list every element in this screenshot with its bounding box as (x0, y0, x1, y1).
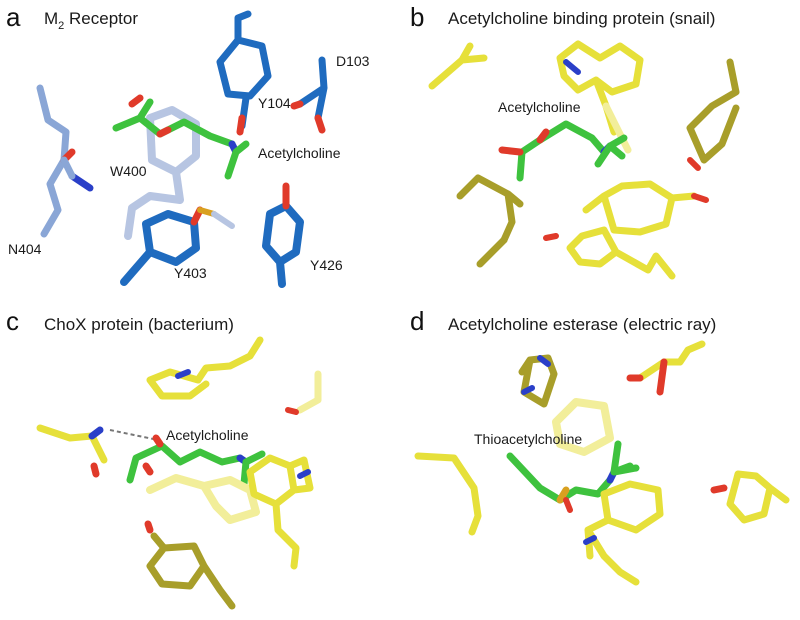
c-residue-tyr (146, 532, 236, 610)
label-d103: D103 (336, 53, 370, 69)
label-y426: Y426 (310, 257, 343, 273)
b-residue-left (456, 174, 524, 244)
b-residue-right-ring (686, 58, 740, 164)
panel-c: c ChoX protein (bacterium) Acetylcholine (6, 306, 322, 610)
c-residue-amide (36, 424, 159, 478)
ligand-acetylcholine-c (126, 434, 266, 488)
panel-a-letter: a (6, 2, 21, 32)
panel-d-title: Acetylcholine esterase (electric ray) (448, 315, 716, 334)
b-residue-topleft (428, 42, 488, 90)
y104-oxygen (236, 114, 246, 136)
label-n404: N404 (8, 241, 42, 257)
ligand-thioacetylcholine-d (506, 440, 640, 513)
residue-y104 (216, 10, 272, 136)
d-residue-right (726, 470, 790, 524)
label-w400: W400 (110, 163, 147, 179)
b-residue-tyr-bottom (582, 180, 698, 236)
residue-d103 (290, 56, 328, 134)
panel-d-letter: d (410, 306, 424, 336)
d-residue-indole (584, 480, 664, 586)
residue-n404 (36, 84, 94, 238)
label-y104: Y104 (258, 95, 291, 111)
hydrogen-bond (109, 429, 159, 441)
label-y403: Y403 (174, 265, 207, 281)
panel-c-letter: c (6, 306, 19, 336)
b-faint-link (602, 102, 632, 154)
panel-d: d Acetylcholine esterase (electric ray) … (410, 306, 790, 586)
d-residue-top-right (636, 340, 706, 382)
residue-y426 (262, 182, 304, 288)
c-residue-top (146, 336, 264, 400)
label-acetylcholine-a: Acetylcholine (258, 145, 341, 161)
label-acetylcholine-c: Acetylcholine (166, 427, 249, 443)
ligand-acetylcholine-a (112, 94, 250, 180)
d-faint-ring (552, 398, 614, 456)
panel-a: a M2 Receptor (6, 2, 370, 288)
panel-b: b Acetylcholine binding protein (snail) … (410, 2, 740, 280)
label-acetylcholine-b: Acetylcholine (498, 99, 581, 115)
c-faint-ring (146, 474, 260, 524)
ligand-acetylcholine-b (498, 120, 628, 182)
c-faint-top-right (296, 370, 322, 414)
panel-b-title: Acetylcholine binding protein (snail) (448, 9, 715, 28)
residue-w400 (124, 106, 200, 240)
label-thioacetylcholine-d: Thioacetylcholine (474, 431, 582, 447)
b-residue-indole-top (556, 40, 644, 136)
panel-a-title: M2 Receptor (44, 9, 138, 32)
d-residue-left (414, 452, 482, 536)
panel-b-letter: b (410, 2, 424, 32)
panel-c-title: ChoX protein (bacterium) (44, 315, 234, 334)
residue-y403 (120, 206, 235, 286)
